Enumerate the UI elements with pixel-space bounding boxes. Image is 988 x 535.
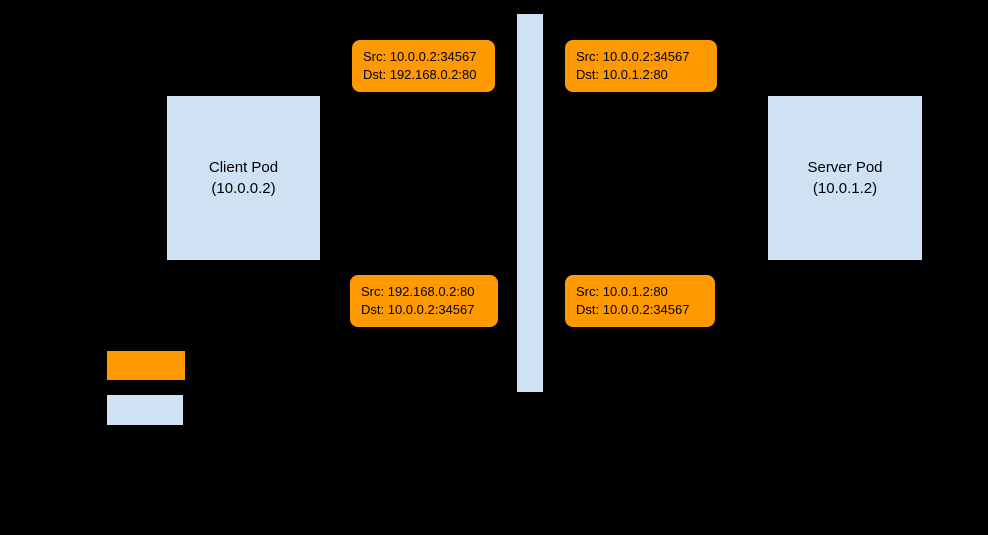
packet-src-line: Src: 10.0.1.2:80 <box>576 284 668 299</box>
packet-label-return-server-side: Src: 10.0.1.2:80 Dst: 10.0.0.2:34567 <box>565 275 715 327</box>
server-pod-address: (10.0.1.2) <box>812 180 878 197</box>
server-pod-node: Server Pod (10.0.1.2) <box>768 96 922 260</box>
packet-dst-line: Dst: 10.0.0.2:34567 <box>361 302 475 317</box>
legend-swatch-pod <box>107 395 183 425</box>
legend-swatch-packet-label <box>107 351 185 380</box>
client-pod-node: Client Pod (10.0.0.2) <box>167 96 320 260</box>
packet-label-return-client-side: Src: 192.168.0.2:80 Dst: 10.0.0.2:34567 <box>350 275 498 327</box>
packet-src-line: Src: 10.0.0.2:34567 <box>363 49 477 64</box>
packet-label-outbound-server-side: Src: 10.0.0.2:34567 Dst: 10.0.1.2:80 <box>565 40 717 92</box>
server-pod-name: Server Pod <box>807 159 883 176</box>
client-pod-address: (10.0.0.2) <box>211 180 276 197</box>
packet-src-line: Src: 192.168.0.2:80 <box>361 284 475 299</box>
packet-dst-line: Dst: 192.168.0.2:80 <box>363 67 477 82</box>
packet-dst-line: Dst: 10.0.0.2:34567 <box>576 302 690 317</box>
packet-src-line: Src: 10.0.0.2:34567 <box>576 49 690 64</box>
network-boundary-bar <box>517 14 543 392</box>
packet-dst-line: Dst: 10.0.1.2:80 <box>576 67 668 82</box>
packet-label-outbound-client-side: Src: 10.0.0.2:34567 Dst: 192.168.0.2:80 <box>352 40 495 92</box>
client-pod-name: Client Pod <box>208 159 279 176</box>
